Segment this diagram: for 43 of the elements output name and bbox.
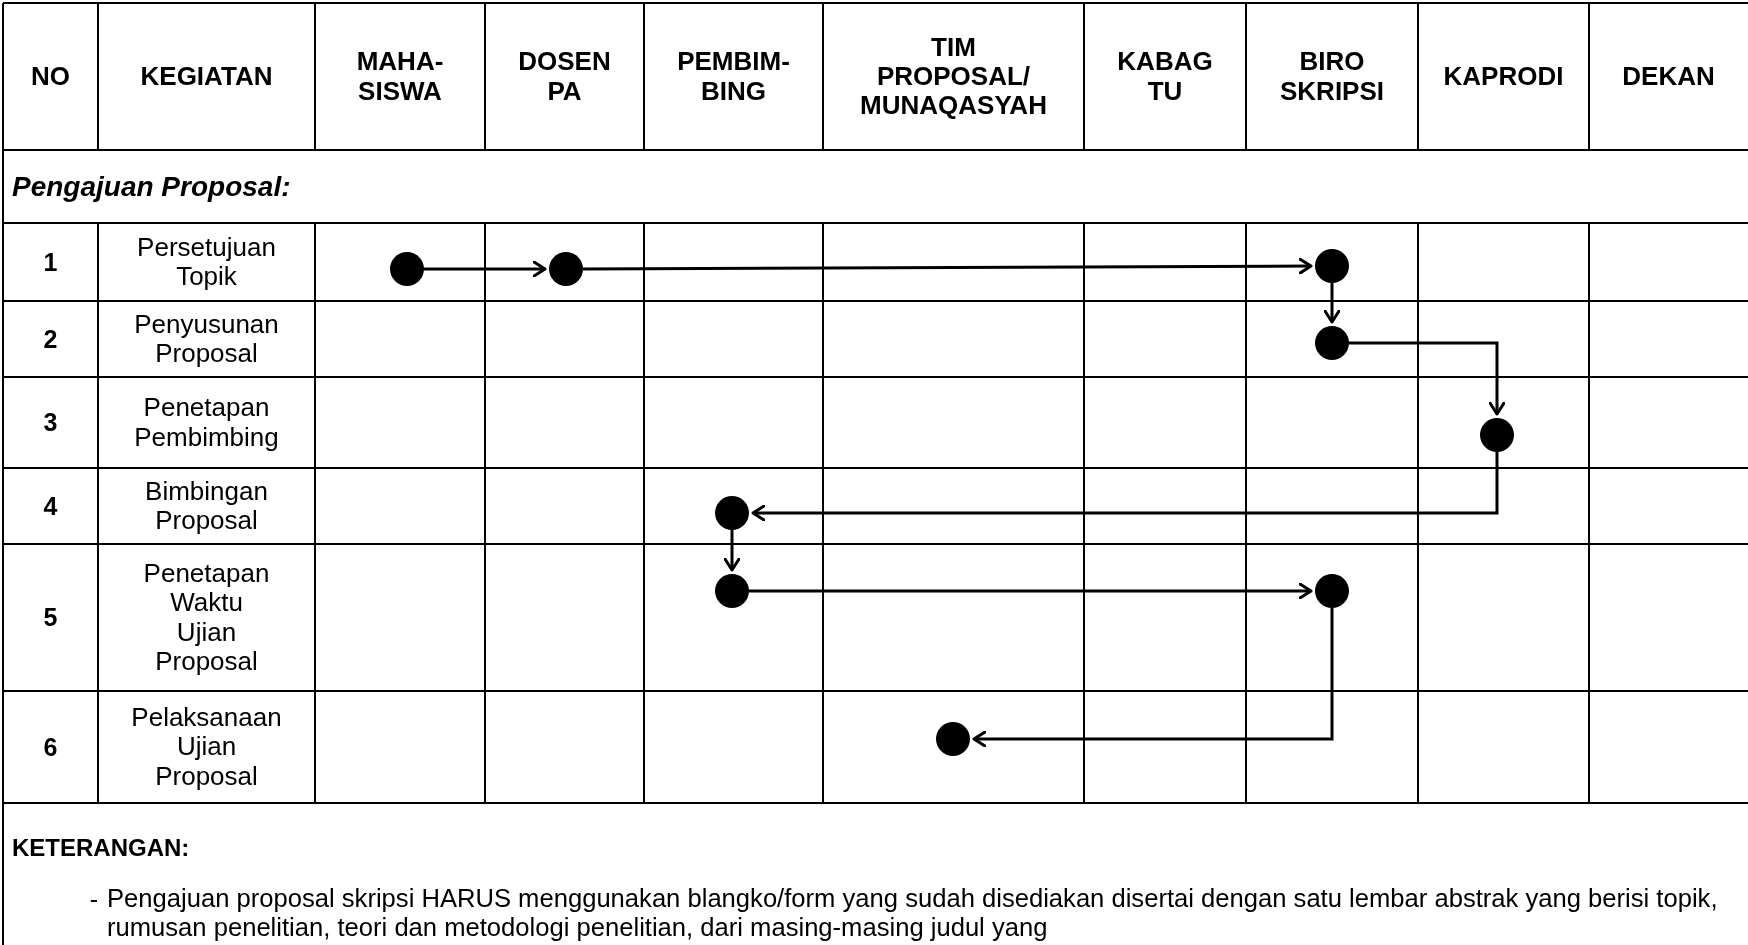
column-header: TIM PROPOSAL/ MUNAQASYAH: [860, 32, 1047, 121]
row-number: 4: [43, 491, 58, 521]
row-number: 6: [43, 732, 58, 762]
notes-heading: KETERANGAN:: [12, 834, 190, 862]
activity-name: Bimbingan Proposal: [145, 476, 268, 536]
column-header: KAPRODI: [1443, 61, 1564, 92]
step-dot: [715, 574, 749, 608]
flow-arrow: [723, 530, 741, 572]
step-dot: [1315, 326, 1349, 360]
list-bullet: -: [89, 884, 99, 914]
step-dot: [715, 496, 749, 530]
row-number: 2: [43, 324, 58, 354]
step-dot: [390, 252, 424, 286]
activity-name: Penetapan Waktu Ujian Proposal: [143, 558, 270, 677]
activity-name: Penyusunan Proposal: [134, 309, 279, 369]
column-header: DOSEN PA: [518, 47, 611, 106]
flow-arrow: [583, 257, 1313, 275]
column-header: NO: [31, 61, 70, 92]
step-dot: [1315, 574, 1349, 608]
flow-arrow: [424, 260, 547, 278]
column-header: BIRO SKRIPSI: [1280, 47, 1384, 106]
activity-name: Penetapan Pembimbing: [134, 393, 279, 452]
column-header: MAHA- SISWA: [356, 47, 444, 106]
flow-arrow: [751, 452, 1499, 522]
row-number: 5: [43, 603, 58, 632]
activity-name: Pelaksanaan Ujian Proposal: [131, 702, 282, 792]
step-dot: [549, 252, 583, 286]
row-number: 3: [43, 408, 58, 437]
column-header: PEMBIM- BING: [677, 47, 790, 106]
step-dot: [936, 722, 970, 756]
row-number: 1: [43, 247, 58, 277]
column-header: KABAG TU: [1117, 47, 1213, 106]
section-heading: Pengajuan Proposal:: [12, 170, 291, 203]
step-dot: [1315, 249, 1349, 283]
flow-arrow: [1349, 341, 1506, 416]
step-dot: [1480, 418, 1514, 452]
activity-name: Persetujuan Topik: [137, 232, 276, 292]
column-header: DEKAN: [1622, 61, 1715, 92]
flow-arrow: [749, 582, 1313, 600]
flow-arrow: [1323, 283, 1341, 324]
flow-arrow: [972, 608, 1334, 748]
note-text: Pengajuan proposal skripsi HARUS menggunakan blangko/form yang sudah disediakan disertai dengan satu lembar abstrak yang berisi topik, rumusan penelitian, teori dan metodologi penelitian, dari masing-masing judul yang: [107, 884, 1719, 942]
column-header: KEGIATAN: [140, 61, 273, 92]
